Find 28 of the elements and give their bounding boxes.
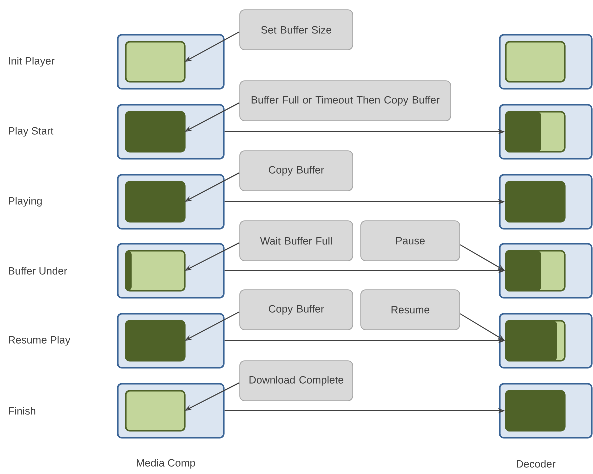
callout-box: Wait Buffer Full: [240, 220, 354, 262]
buffer-box: [505, 250, 566, 292]
row-label: Buffer Under: [9, 267, 68, 275]
callout-box: Download Complete: [240, 360, 354, 402]
buffer-box: [505, 111, 566, 153]
buffer-box: [505, 320, 566, 362]
buffer-box: [505, 41, 566, 83]
buffer-box: [125, 41, 186, 83]
buffer-box: [125, 111, 186, 153]
column-label: Media Comp: [137, 459, 196, 469]
buffer-box: [125, 250, 186, 292]
callout-box: Resume: [360, 290, 460, 330]
row-label: Playing: [9, 197, 42, 207]
buffer-box: [125, 320, 186, 362]
row-label: Finish: [9, 407, 36, 415]
buffer-box: [125, 390, 186, 432]
row-label: Init Player: [9, 57, 55, 67]
callout-box: Copy Buffer: [240, 150, 354, 192]
buffer-box: [505, 181, 566, 223]
row-label: Play Start: [9, 127, 54, 137]
row-label: Resume Play: [9, 336, 71, 346]
callout-box: Set Buffer Size: [240, 10, 354, 50]
callout-box: Buffer Full or Timeout Then Copy Buffer: [240, 80, 452, 122]
callout-box: Copy Buffer: [240, 290, 354, 330]
buffer-box: [125, 181, 186, 223]
buffer-box: [505, 390, 566, 432]
callout-box: Pause: [360, 220, 460, 262]
column-label: Decoder: [517, 460, 556, 468]
